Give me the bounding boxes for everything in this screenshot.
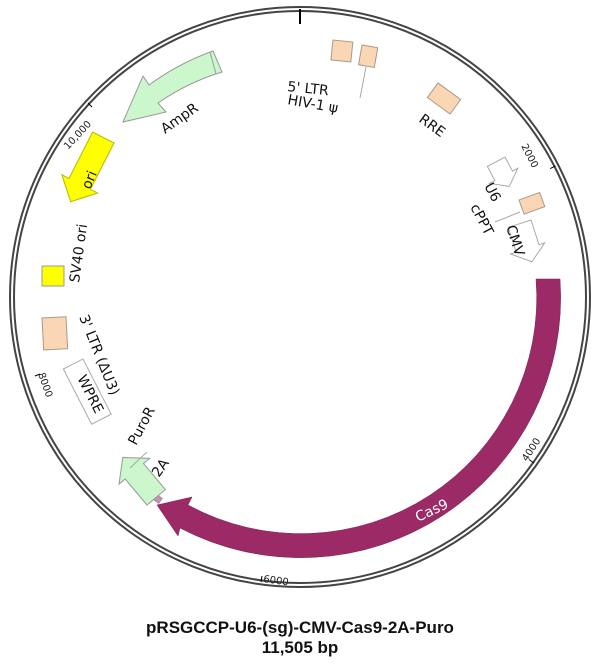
feature-cas9[interactable] bbox=[156, 278, 600, 610]
plasmid-map: 2000 4000 6000 8000 10,000 5' LTR HIV-1 … bbox=[9, 6, 600, 610]
label-cppt: cPPT bbox=[466, 201, 496, 238]
feature-3ltr[interactable] bbox=[41, 316, 69, 351]
feature-wpre[interactable] bbox=[62, 358, 112, 425]
feature-rre[interactable] bbox=[426, 82, 462, 115]
label-sv40-ori: SV40 ori bbox=[67, 223, 91, 284]
label-ampr: AmpR bbox=[158, 100, 202, 137]
feature-puror[interactable] bbox=[107, 445, 171, 511]
svg-text:2000: 2000 bbox=[518, 142, 539, 170]
feature-cmv[interactable] bbox=[502, 218, 549, 267]
svg-text:8000: 8000 bbox=[35, 371, 54, 399]
feature-hiv1-psi[interactable] bbox=[357, 44, 379, 99]
label-rre: RRE bbox=[416, 111, 448, 141]
svg-text:6000: 6000 bbox=[263, 574, 290, 588]
tick-6000: 6000 bbox=[260, 574, 290, 588]
backbone-outer bbox=[9, 6, 591, 588]
label-puror: PuroR bbox=[125, 404, 158, 448]
feature-ori[interactable] bbox=[53, 128, 121, 210]
plasmid-name: pRSGCCP-U6-(sg)-CMV-Cas9-2A-Puro bbox=[146, 618, 454, 637]
feature-u6[interactable] bbox=[482, 154, 523, 194]
label-hiv1-psi: HIV-1 ψ bbox=[286, 92, 339, 117]
feature-sv40-ori[interactable] bbox=[41, 265, 65, 287]
label-ori: ori bbox=[79, 169, 101, 192]
feature-ampr[interactable] bbox=[122, 50, 223, 123]
label-5ltr: 5' LTR bbox=[287, 79, 330, 99]
feature-5ltr[interactable] bbox=[330, 39, 354, 63]
label-u6: U6 bbox=[480, 180, 503, 205]
plasmid-size: 11,505 bp bbox=[261, 638, 339, 657]
feature-cppt[interactable] bbox=[494, 191, 546, 223]
tick-8000: 8000 bbox=[34, 371, 54, 399]
